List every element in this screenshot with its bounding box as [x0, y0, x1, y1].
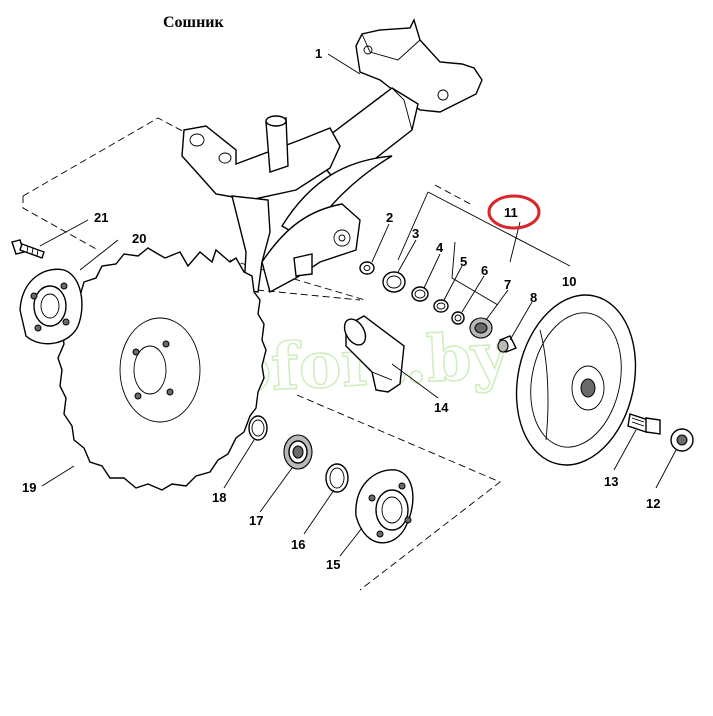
callout-3: 3 — [412, 226, 419, 241]
hub-flange-15 — [355, 469, 414, 544]
spacer-14 — [343, 315, 405, 393]
washer-12 — [670, 428, 694, 452]
bushing-8 — [497, 335, 517, 353]
callout-19: 19 — [22, 480, 36, 495]
bolt-13 — [627, 413, 661, 435]
plain-disc-10 — [515, 294, 637, 466]
ring-3 — [382, 271, 406, 293]
ring-4 — [411, 286, 429, 302]
callout-11: 11 — [504, 205, 518, 220]
bolt-21 — [11, 239, 45, 259]
callout-16: 16 — [291, 537, 305, 552]
coulter-frame-part — [181, 18, 483, 294]
callout-14: 14 — [434, 400, 449, 415]
highlight-circle — [487, 194, 541, 230]
callout-21: 21 — [94, 210, 108, 225]
callout-4: 4 — [436, 240, 444, 255]
callout-8: 8 — [530, 290, 537, 305]
callout-20: 20 — [132, 231, 146, 246]
callout-5: 5 — [460, 254, 467, 269]
ring-18 — [248, 415, 268, 441]
callout-15: 15 — [326, 557, 340, 572]
leader-lines — [39, 53, 677, 557]
hub-20 — [19, 268, 83, 345]
callout-2: 2 — [386, 210, 393, 225]
callout-13: 13 — [604, 474, 618, 489]
callout-1: 1 — [315, 46, 322, 61]
callout-numbers: 1 2 3 4 5 6 7 8 10 11 12 13 14 15 16 17 … — [22, 46, 660, 572]
callout-12: 12 — [646, 496, 660, 511]
callout-6: 6 — [481, 263, 488, 278]
ring-6 — [451, 311, 465, 325]
washer-2 — [359, 261, 375, 275]
callout-10: 10 — [562, 274, 576, 289]
bearing-17 — [283, 434, 313, 470]
ring-16 — [325, 463, 349, 493]
diagram-title: Сошник — [163, 14, 224, 31]
notched-disc-19 — [57, 247, 267, 491]
callout-7: 7 — [504, 277, 511, 292]
callout-18: 18 — [212, 490, 226, 505]
ring-5 — [433, 299, 449, 313]
bearing-7 — [469, 317, 493, 339]
callout-17: 17 — [249, 513, 263, 528]
